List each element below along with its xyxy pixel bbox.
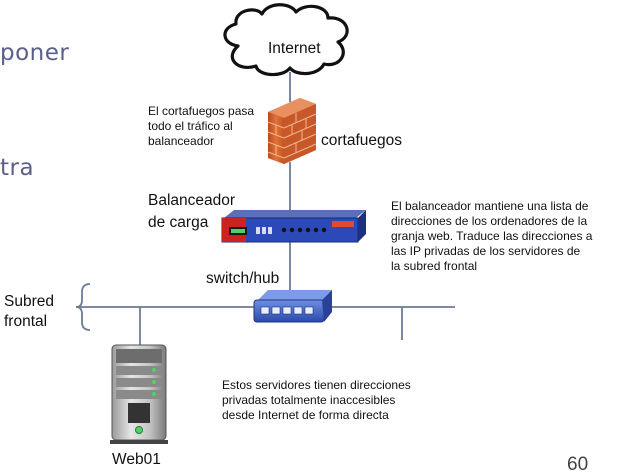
subnet-label-line-2: frontal (4, 313, 48, 330)
server-tower-icon (110, 344, 168, 444)
load-balancer-note-line-1: El balanceador mantiene una lista de (391, 199, 589, 213)
firewall-label: cortafuegos (321, 132, 402, 149)
load-balancer-note-line-3: granja web. Traduce las direcciones a (391, 229, 593, 243)
firewall-icon (267, 98, 317, 164)
subnet-label-line-1: Subred (4, 293, 54, 310)
subnet-label: Subred frontal (4, 292, 54, 332)
load-balancer-note-line-2: direcciones de los ordenadores de la (391, 214, 588, 228)
firewall-note-line-3: balanceador (148, 134, 215, 148)
servers-note-line-3: desde Internet de forma directa (222, 408, 389, 422)
firewall-note: El cortafuegos pasa todo el tráfico al b… (148, 104, 254, 149)
load-balancer-label-line-2: de carga (148, 214, 209, 231)
switch-label: switch/hub (206, 270, 280, 287)
load-balancer-label-line-1: Balanceador (148, 192, 236, 209)
internet-cloud-icon (223, 3, 349, 77)
server-label: Web01 (112, 451, 161, 468)
slide-text-line-2: tra (0, 155, 35, 181)
servers-note-line-2: privadas totalmente inaccesibles (222, 393, 396, 407)
subnet-bracket (75, 283, 91, 331)
page-number: 60 (567, 454, 589, 475)
internet-label: Internet (268, 40, 321, 57)
switch-hub-icon (253, 290, 332, 323)
load-balancer-note-line-5: la subred frontal (391, 259, 478, 273)
load-balancer-note: El balanceador mantiene una lista de dir… (391, 199, 592, 274)
load-balancer-icon (221, 210, 366, 243)
load-balancer-note-line-4: las IP privadas de los servidores de (391, 244, 581, 258)
firewall-note-line-2: todo el tráfico al (148, 119, 233, 133)
servers-note: Estos servidores tienen direcciones priv… (222, 378, 411, 423)
servers-note-line-1: Estos servidores tienen direcciones (222, 378, 411, 392)
load-balancer-label: Balanceador de carga (148, 190, 235, 234)
firewall-note-line-1: El cortafuegos pasa (148, 104, 255, 118)
slide-text-line-1: poner (0, 40, 70, 66)
